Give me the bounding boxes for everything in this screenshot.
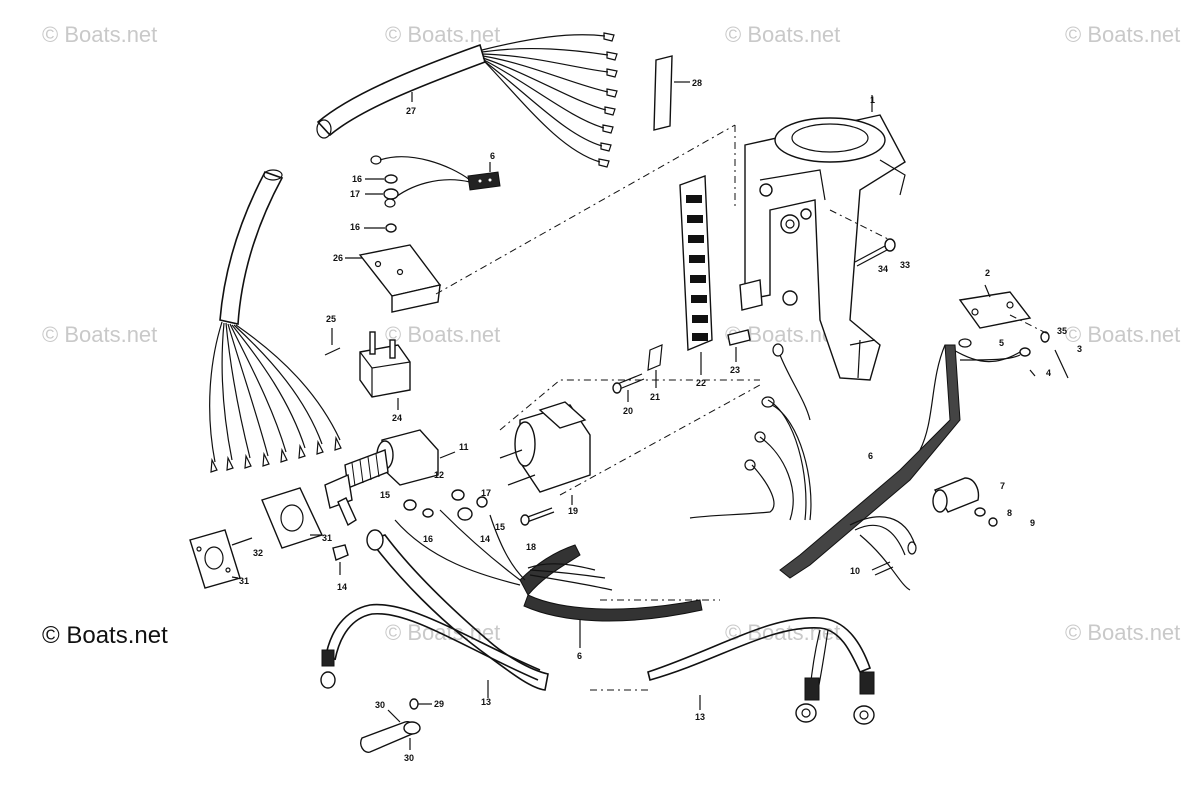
watermark: © Boats.net [42,22,158,47]
callout-6: 6 [490,151,495,161]
watermark: © Boats.net [42,322,158,347]
callout-15: 15 [380,490,390,500]
mounting-plates [189,487,323,589]
callout-29: 29 [434,699,444,709]
callout-16: 16 [350,222,360,232]
circuit-breaker [324,328,411,410]
watermark: © Boats.net [385,322,501,347]
main-harness-center [394,509,703,648]
fuse-holder [360,698,432,753]
battery-cable-left [320,529,549,698]
watermark: © Boats.net [1065,620,1181,645]
reference-lines [435,124,1051,691]
callout-19: 19 [568,506,578,516]
callout-25: 25 [326,314,336,324]
callout-17: 17 [350,189,360,199]
harness-sheath-left [209,169,342,473]
callout-30: 30 [375,700,385,710]
decal-strip [653,55,690,131]
callout-9: 9 [1030,518,1035,528]
callout-14: 14 [480,534,490,544]
watermark: © Boats.net [725,22,841,47]
condenser [871,477,998,576]
watermark: © Boats.net [1065,322,1181,347]
callout-27: 27 [406,106,416,116]
callout-6: 6 [868,451,873,461]
copyright-label: © Boats.net [42,622,168,649]
callout-30: 30 [404,753,414,763]
callout-28: 28 [692,78,702,88]
callout-15: 15 [495,522,505,532]
callout-17: 17 [481,488,491,498]
harness-sheath-top [316,32,618,168]
callouts: 1 2 3 4 5 6 6 6 7 8 9 10 11 12 13 13 14 … [239,78,1082,763]
callout-24: 24 [392,413,402,423]
callout-34: 34 [878,264,888,274]
small-harness [364,155,501,233]
callout-8: 8 [1007,508,1012,518]
ignition-switch [324,429,456,527]
main-harness-right [779,344,1021,591]
callout-21: 21 [650,392,660,402]
callout-20: 20 [623,406,633,416]
callout-11: 11 [459,442,469,452]
callout-31: 31 [239,576,249,586]
callout-31: 31 [322,533,332,543]
starter-solenoid [499,401,591,526]
callout-4: 4 [1046,368,1051,378]
switch-assembly [944,284,1069,379]
callout-16: 16 [423,534,433,544]
callout-26: 26 [333,253,343,263]
callout-10: 10 [850,566,860,576]
main-bracket-housing [739,95,906,381]
callout-13: 13 [695,712,705,722]
watermark: © Boats.net [385,22,501,47]
callout-23: 23 [730,365,740,375]
callout-33: 33 [900,260,910,270]
screw-and-washer [854,238,896,267]
callout-7: 7 [1000,481,1005,491]
callout-13: 13 [481,697,491,707]
callout-32: 32 [253,548,263,558]
terminal-block [679,175,713,375]
callout-2: 2 [985,268,990,278]
callout-14: 14 [337,582,347,592]
callout-5: 5 [999,338,1004,348]
small-hardware [612,329,751,402]
callout-18: 18 [526,542,536,552]
callout-12: 12 [434,470,444,480]
washers-and-nuts [332,489,488,575]
callout-35: 35 [1057,326,1067,336]
callout-6: 6 [577,651,582,661]
watermark: © Boats.net [1065,22,1181,47]
callout-16: 16 [352,174,362,184]
callout-3: 3 [1077,344,1082,354]
mounting-bracket [345,244,442,313]
battery-leads [689,343,812,521]
callout-22: 22 [696,378,706,388]
callout-1: 1 [870,95,875,105]
battery-cable-right [647,617,875,725]
